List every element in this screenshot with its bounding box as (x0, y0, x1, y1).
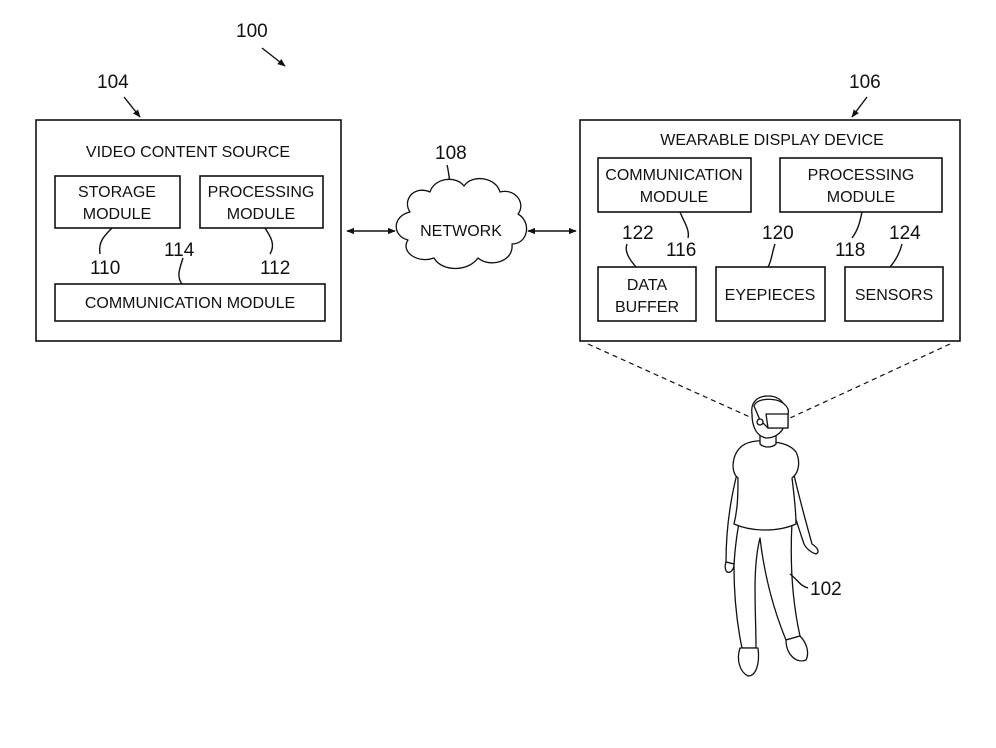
device-ref: 106 (849, 72, 881, 93)
storage-module-box (54, 175, 181, 229)
data-buffer-box (597, 266, 697, 322)
data-buffer-label-line2: BUFFER (615, 299, 679, 316)
user-leader-line (789, 573, 809, 589)
eyepieces-leader-line (767, 243, 776, 268)
device-communication-module-ref: 116 (666, 240, 696, 261)
view-line-right (789, 343, 951, 419)
figure-number-arrow (261, 47, 286, 67)
device-ref-arrow (851, 96, 868, 118)
user-torso (732, 440, 800, 531)
data-buffer-label-line1: DATA (627, 277, 668, 294)
user-left-hand (724, 561, 735, 574)
wearable-display-device-title: WEARABLE DISPLAY DEVICE (660, 132, 883, 149)
view-line-left (587, 343, 753, 419)
device-processing-module-box (779, 157, 943, 213)
sensors-ref: 124 (889, 223, 921, 244)
device-communication-leader-line (679, 211, 690, 239)
storage-module-label-line2: MODULE (83, 206, 151, 223)
device-processing-module-ref: 118 (835, 240, 865, 261)
headset-visor-icon (765, 413, 789, 429)
device-processing-module-label-line1: PROCESSING (808, 167, 915, 184)
source-processing-module-ref: 112 (260, 258, 290, 279)
storage-module-ref: 110 (90, 258, 120, 279)
source-processing-module-label-line2: MODULE (227, 206, 295, 223)
device-processing-leader-line (851, 211, 863, 239)
user-figure (724, 395, 819, 677)
data-buffer-ref: 122 (622, 223, 654, 244)
video-content-source-title: VIDEO CONTENT SOURCE (86, 144, 290, 161)
source-communication-module-ref: 114 (164, 240, 195, 261)
sensors-leader-line (889, 243, 903, 268)
user-legs (733, 521, 801, 649)
source-communication-module-label: COMMUNICATION MODULE (85, 295, 295, 312)
sensors-box (844, 266, 944, 322)
user-ref: 102 (810, 579, 842, 600)
user-left-shoe (737, 647, 760, 677)
source-ref: 104 (97, 72, 129, 93)
network-ref: 108 (435, 143, 467, 164)
storage-leader-line (98, 227, 113, 255)
network-cloud-icon (395, 178, 528, 270)
source-ref-arrow (123, 96, 141, 118)
source-communication-leader-line (178, 257, 184, 285)
eyepieces-ref: 120 (762, 223, 794, 244)
source-processing-leader-line (264, 227, 274, 255)
figure-number: 100 (236, 21, 268, 42)
data-buffer-leader-line (625, 243, 637, 268)
sensors-label: SENSORS (855, 287, 933, 304)
headset-strap-icon (756, 418, 764, 426)
device-communication-module-box (597, 157, 752, 213)
network-label: NETWORK (420, 223, 502, 240)
source-processing-module-box (199, 175, 324, 229)
source-processing-module-label-line1: PROCESSING (208, 184, 315, 201)
storage-module-label-line1: STORAGE (78, 184, 156, 201)
device-communication-module-label-line2: MODULE (640, 189, 708, 206)
device-communication-module-label-line1: COMMUNICATION (605, 167, 742, 184)
eyepieces-box (715, 266, 826, 322)
user-right-shoe (785, 635, 809, 662)
source-communication-module-box (54, 283, 326, 322)
eyepieces-label: EYEPIECES (725, 287, 816, 304)
device-processing-module-label-line2: MODULE (827, 189, 895, 206)
